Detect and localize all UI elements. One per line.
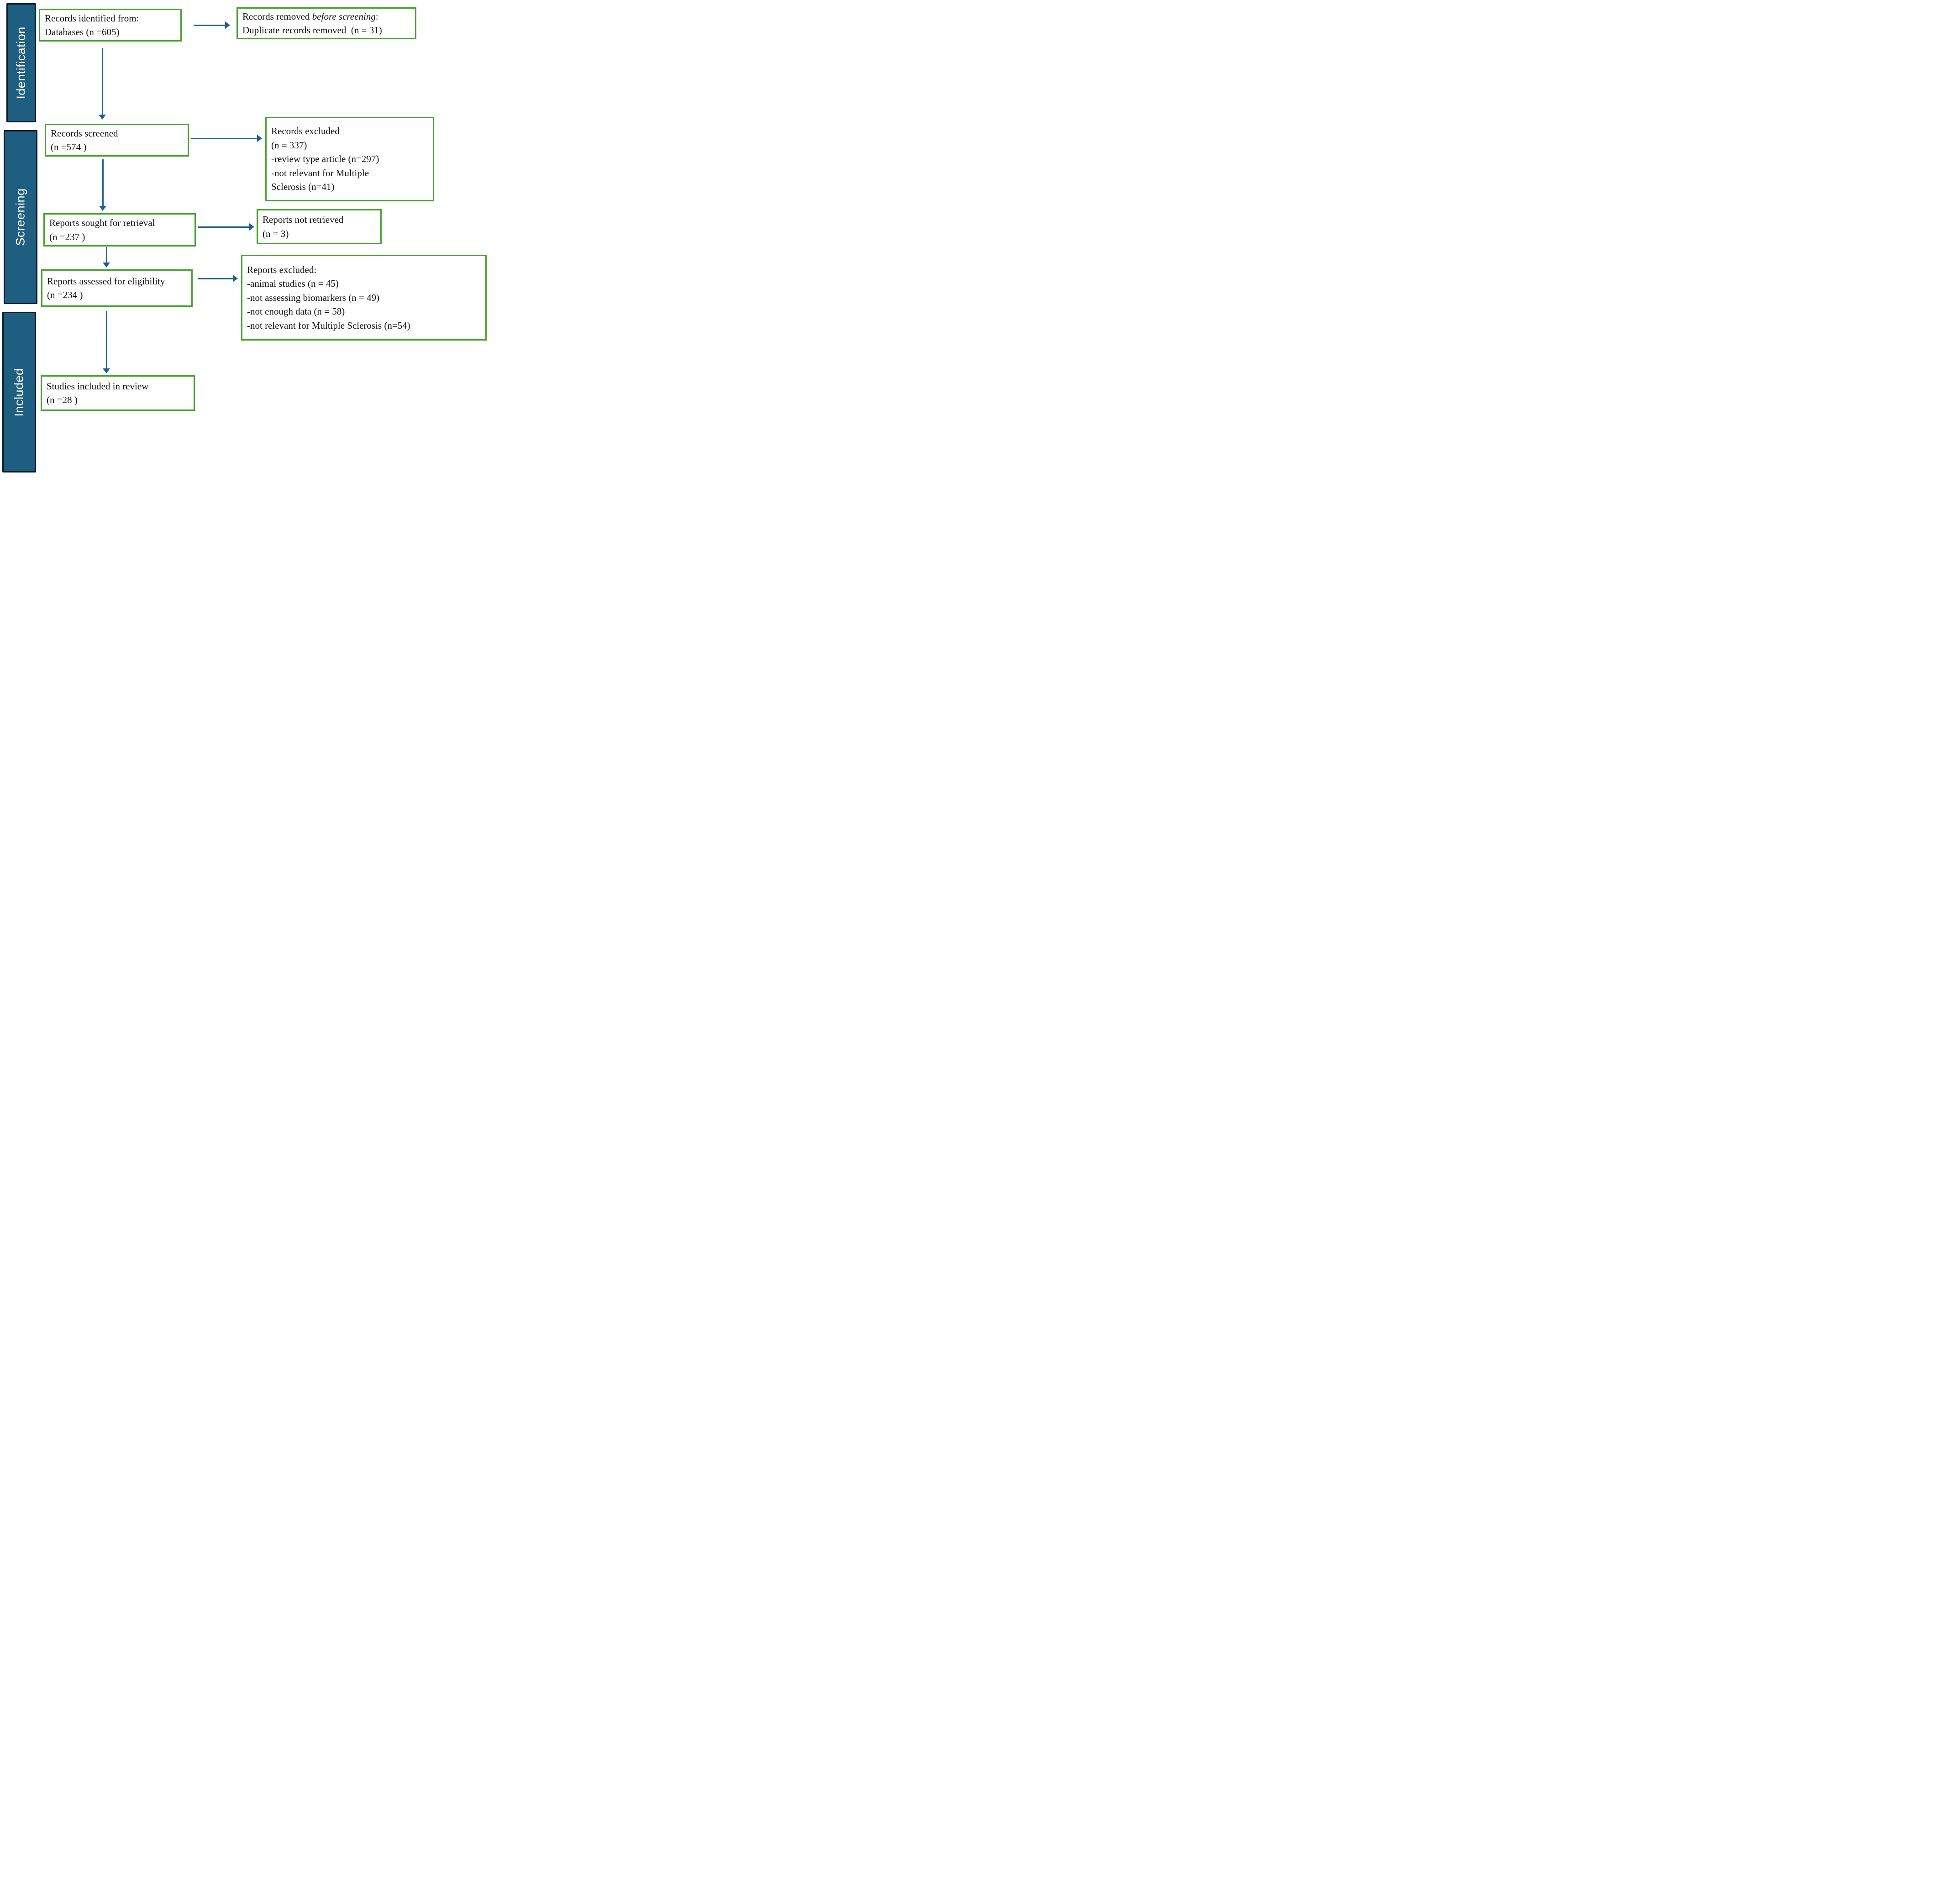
box-line: -not enough data (n = 58) [247,306,345,317]
arrow-down-2-shaft [102,159,104,206]
box-line: -not relevant for Multiple [271,167,369,178]
stage-bar-screening: Screening [4,130,37,304]
box-line: (n = 3) [263,228,289,239]
box-line: -review type article (n=297) [271,153,379,165]
arrow-down-1-head-icon [99,115,106,120]
box-line: Sclerosis (n=41) [271,181,335,193]
box-text-italic: before screening [312,10,376,22]
box-line: Reports sought for retrieval [49,217,155,229]
stage-label-included: Included [12,367,26,417]
box-line: Records removed before screening: [242,10,410,23]
box-records-removed-before-screening: Records removed before screening: Duplic… [236,7,416,39]
box-line: (n = 337) [271,139,307,151]
box-line: Records identified from: [45,12,139,24]
box-line: Duplicate records removed (n = 31) [242,25,382,36]
arrow-right-1-shaft [194,25,226,26]
box-line: (n =237 ) [49,231,85,242]
box-text-suffix: : [375,10,378,22]
box-line: Databases (n =605) [45,26,120,37]
stage-label-screening: Screening [13,188,27,246]
box-line: (n =574 ) [51,142,87,152]
box-reports-assessed: Reports assessed for eligibility (n =234… [41,269,193,307]
arrow-right-2-head-icon [257,135,262,142]
box-reports-sought: Reports sought for retrieval (n =237 ) [43,213,196,247]
box-line: Records screened [51,127,118,139]
box-studies-included: Studies included in review (n =28 ) [41,375,195,411]
box-line: -not assessing biomarkers (n = 49) [247,292,380,303]
box-records-identified: Records identified from: Databases (n =6… [39,9,182,42]
prisma-flow-diagram: Identification Screening Included Record… [0,0,490,474]
arrow-down-3-head-icon [103,262,110,268]
arrow-right-4-shaft [198,278,233,279]
arrow-down-4-head-icon [103,368,110,373]
box-line: Reports excluded: [247,264,317,275]
box-line: Records excluded [271,126,340,137]
arrow-right-1-head-icon [225,21,230,29]
arrow-down-4-shaft [106,311,107,369]
arrow-down-2-head-icon [99,206,106,211]
arrow-right-3-shaft [198,226,250,228]
box-line: -not relevant for Multiple Sclerosis (n=… [247,320,410,331]
arrow-down-1-shaft [102,48,103,115]
box-line: (n =28 ) [47,394,78,405]
box-reports-not-retrieved: Reports not retrieved (n = 3) [257,209,382,244]
box-records-excluded: Records excluded (n = 337) -review type … [265,117,434,201]
box-line: Reports not retrieved [263,214,344,226]
stage-bar-included: Included [2,312,36,472]
arrow-down-3-shaft [106,247,107,263]
stage-bar-identification: Identification [6,3,36,122]
box-reports-excluded: Reports excluded: -animal studies (n = 4… [241,255,487,341]
box-records-screened: Records screened (n =574 ) [45,124,189,157]
box-text-prefix: Records removed [242,10,312,22]
arrow-right-2-shaft [191,138,257,139]
box-line: Reports assessed for eligibility [47,275,165,287]
box-line: Studies included in review [47,380,149,392]
box-line: (n =234 ) [47,289,83,300]
box-line: -animal studies (n = 45) [247,278,339,289]
arrow-right-4-head-icon [233,275,238,282]
stage-label-identification: Identification [14,26,28,99]
arrow-right-3-head-icon [249,223,254,231]
